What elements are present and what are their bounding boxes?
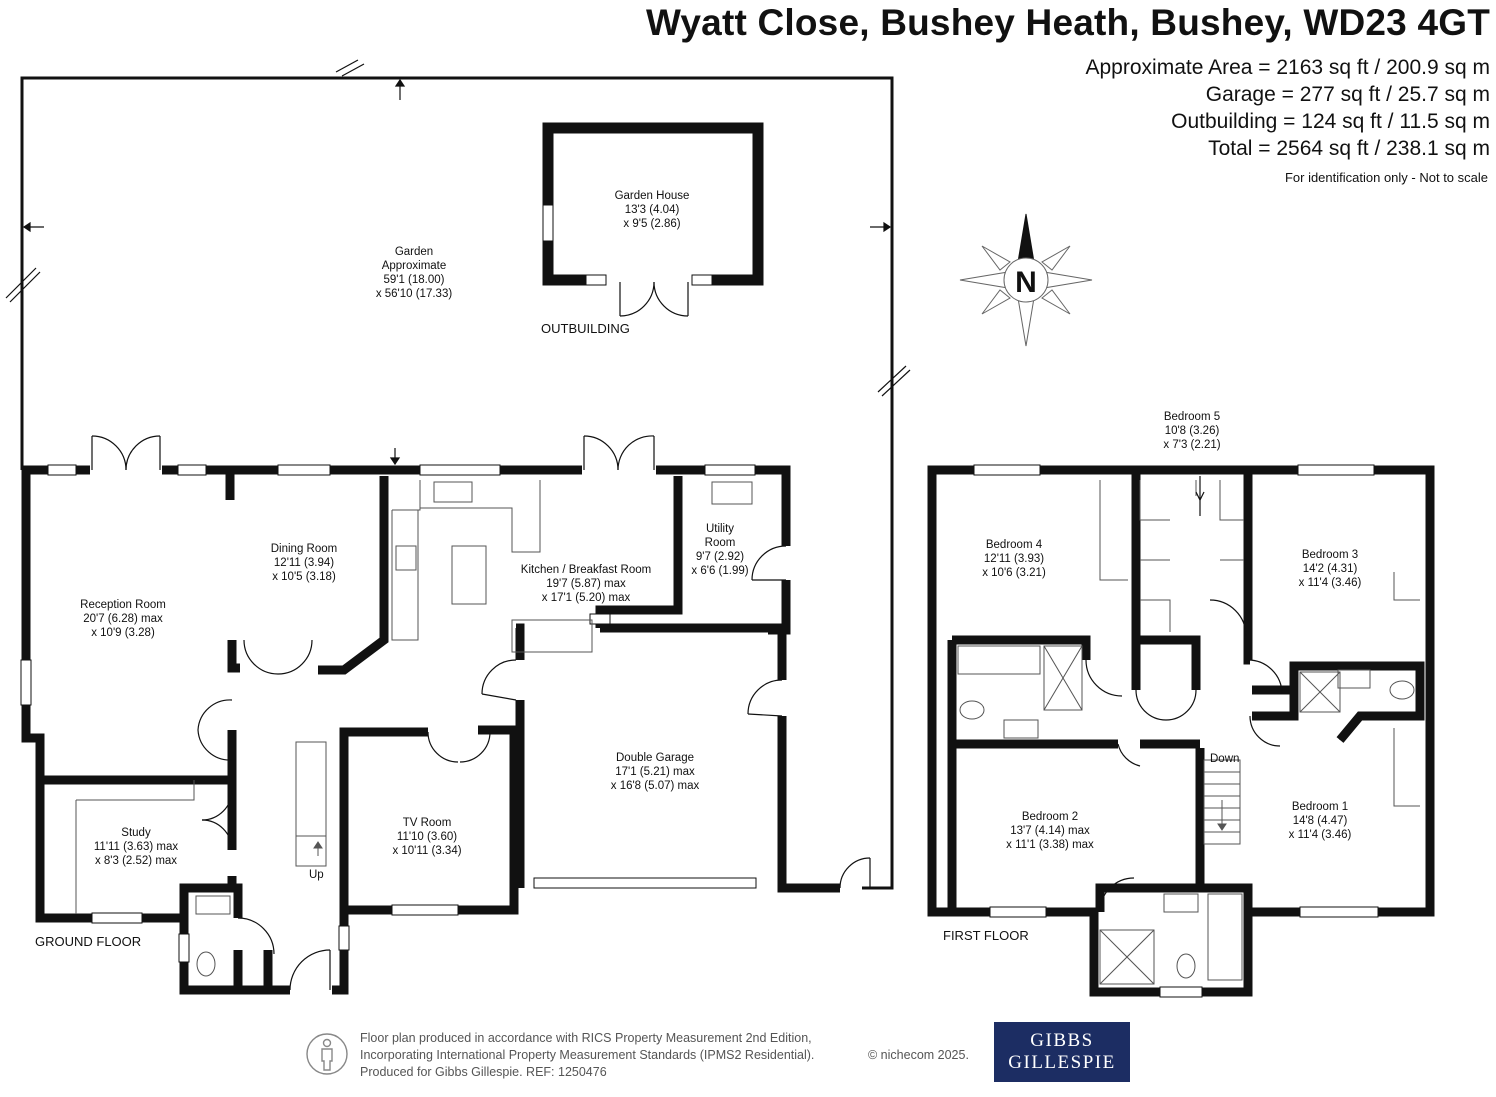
person-figure-icon — [306, 1033, 348, 1075]
page-title: Wyatt Close, Bushey Heath, Bushey, WD23 … — [645, 2, 1490, 43]
footer-copyright: © nichecom 2025. — [868, 1048, 969, 1062]
garden-house-walls — [542, 122, 764, 286]
stairs-down-label: Down — [1210, 753, 1239, 765]
garden-house-windows — [542, 204, 713, 286]
footer-notes: Floor plan produced in accordance with R… — [360, 1030, 969, 1081]
room-dimension: 12'11 (3.93) — [984, 553, 1044, 565]
room-name: Double Garage — [616, 752, 694, 764]
room-dimension: x 7'3 (2.21) — [1163, 439, 1220, 451]
room-label-reception: Reception Room 20'7 (6.28) max x 10'9 (3… — [80, 599, 166, 639]
room-label-study: Study 11'11 (3.63) max x 8'3 (2.52) max — [94, 827, 178, 867]
agency-logo: GIBBS GILLESPIE — [994, 1022, 1130, 1082]
room-name: Bedroom 3 — [1302, 549, 1358, 561]
compass-label: N — [1015, 266, 1037, 299]
ground-floor-doors — [91, 435, 871, 991]
room-name: Reception Room — [80, 599, 166, 611]
room-name: Bedroom 1 — [1292, 801, 1348, 813]
room-dimension: x 9'5 (2.86) — [623, 218, 680, 230]
room-dimension: x 10'5 (3.18) — [272, 571, 336, 583]
room-dimension: x 56'10 (17.33) — [376, 288, 453, 300]
room-name: Bedroom 4 — [986, 539, 1043, 551]
footer-line: Produced for Gibbs Gillespie. REF: 12504… — [360, 1065, 607, 1079]
area-garage: Garage = 277 sq ft / 25.7 sq m — [1205, 83, 1490, 106]
logo-line-2: GILLESPIE — [1008, 1052, 1116, 1073]
room-label-tv: TV Room 11'10 (3.60) x 10'11 (3.34) — [392, 817, 461, 857]
room-label-utility: Utility Room 9'7 (2.92) x 6'6 (1.99) — [691, 523, 748, 577]
compass-rose-icon — [959, 213, 1093, 347]
garden-boundary — [20, 76, 894, 890]
room-dimension: 14'8 (4.47) — [1293, 815, 1348, 827]
room-name: Bedroom 5 — [1164, 411, 1220, 423]
kitchen-fittings — [75, 480, 753, 977]
room-name: Garden — [395, 246, 433, 258]
room-label-bedroom4: Bedroom 4 12'11 (3.93) x 10'6 (3.21) — [982, 539, 1046, 579]
room-name: Kitchen / Breakfast Room — [521, 564, 651, 576]
room-name: Dining Room — [271, 543, 337, 555]
room-dimension: 12'11 (3.94) — [274, 557, 334, 569]
room-label-bedroom5: Bedroom 5 10'8 (3.26) x 7'3 (2.21) — [1163, 411, 1220, 451]
first-floor-label: FIRST FLOOR — [943, 928, 1029, 943]
footer-line: Floor plan produced in accordance with R… — [360, 1031, 812, 1045]
room-name: TV Room — [403, 817, 452, 829]
room-dimension: 20'7 (6.28) max — [83, 613, 163, 625]
room-name: Utility — [706, 523, 734, 535]
room-dimension: 13'3 (4.04) — [625, 204, 680, 216]
room-dimension: x 10'11 (3.34) — [392, 845, 461, 857]
area-outbuilding: Outbuilding = 124 sq ft / 11.5 sq m — [1171, 110, 1490, 133]
room-dimension: x 11'4 (3.46) — [1289, 829, 1352, 841]
room-dimension: x 6'6 (1.99) — [691, 565, 748, 577]
garden-house-doors — [619, 281, 689, 317]
first-floor-fittings — [957, 480, 1420, 985]
identification-note: For identification only - Not to scale — [1284, 170, 1488, 185]
room-note: Approximate — [382, 260, 447, 272]
room-label-garden: Garden Approximate 59'1 (18.00) x 56'10 … — [376, 246, 453, 300]
outbuilding-label: OUTBUILDING — [541, 321, 630, 336]
room-dimension: x 11'1 (3.38) max — [1006, 839, 1094, 851]
stairs-up-label: Up — [309, 869, 324, 881]
room-label-bedroom3: Bedroom 3 14'2 (4.31) x 11'4 (3.46) — [1299, 549, 1362, 589]
room-label-garage: Double Garage 17'1 (5.21) max x 16'8 (5.… — [611, 752, 700, 792]
ground-floor-label: GROUND FLOOR — [35, 934, 141, 949]
room-label-bedroom1: Bedroom 1 14'8 (4.47) x 11'4 (3.46) — [1289, 801, 1352, 841]
first-floor-windows — [973, 464, 1379, 998]
room-dimension: 14'2 (4.31) — [1303, 563, 1358, 575]
area-approximate: Approximate Area = 2163 sq ft / 200.9 sq… — [1085, 56, 1491, 79]
room-name: Garden House — [615, 190, 690, 202]
room-label-kitchen: Kitchen / Breakfast Room 19'7 (5.87) max… — [521, 564, 651, 604]
room-dimension: 19'7 (5.87) max — [546, 578, 626, 590]
ground-floor-windows — [20, 464, 757, 963]
room-dimension: x 10'6 (3.21) — [982, 567, 1046, 579]
area-total: Total = 2564 sq ft / 238.1 sq m — [1208, 137, 1490, 160]
room-label-garden-house: Garden House 13'3 (4.04) x 9'5 (2.86) — [615, 190, 690, 230]
garden-arrows — [5, 59, 911, 466]
room-dimension: 11'10 (3.60) — [397, 831, 457, 843]
room-dimension: 59'1 (18.00) — [383, 274, 444, 286]
room-name: Study — [121, 827, 151, 839]
room-dimension: 11'11 (3.63) max — [94, 841, 178, 853]
room-dimension: x 17'1 (5.20) max — [542, 592, 631, 604]
room-dimension: x 16'8 (5.07) max — [611, 780, 700, 792]
room-dimension: 9'7 (2.92) — [696, 551, 744, 563]
room-dimension: x 11'4 (3.46) — [1299, 577, 1362, 589]
room-dimension: 13'7 (4.14) max — [1010, 825, 1090, 837]
room-label-bedroom2: Bedroom 2 13'7 (4.14) max x 11'1 (3.38) … — [1006, 811, 1094, 851]
room-name: Bedroom 2 — [1022, 811, 1078, 823]
room-dimension: 10'8 (3.26) — [1165, 425, 1220, 437]
area-summary: Approximate Area = 2163 sq ft / 200.9 sq… — [1086, 54, 1491, 162]
footer-line: Incorporating International Property Mea… — [360, 1048, 815, 1062]
first-floor-doors — [1085, 476, 1371, 913]
room-dimension: x 10'9 (3.28) — [91, 627, 155, 639]
room-dimension: 17'1 (5.21) max — [615, 766, 695, 778]
room-dimension: x 8'3 (2.52) max — [95, 855, 177, 867]
room-name: Room — [705, 537, 736, 549]
logo-line-1: GIBBS — [1030, 1030, 1094, 1051]
room-label-dining: Dining Room 12'11 (3.94) x 10'5 (3.18) — [271, 543, 337, 583]
